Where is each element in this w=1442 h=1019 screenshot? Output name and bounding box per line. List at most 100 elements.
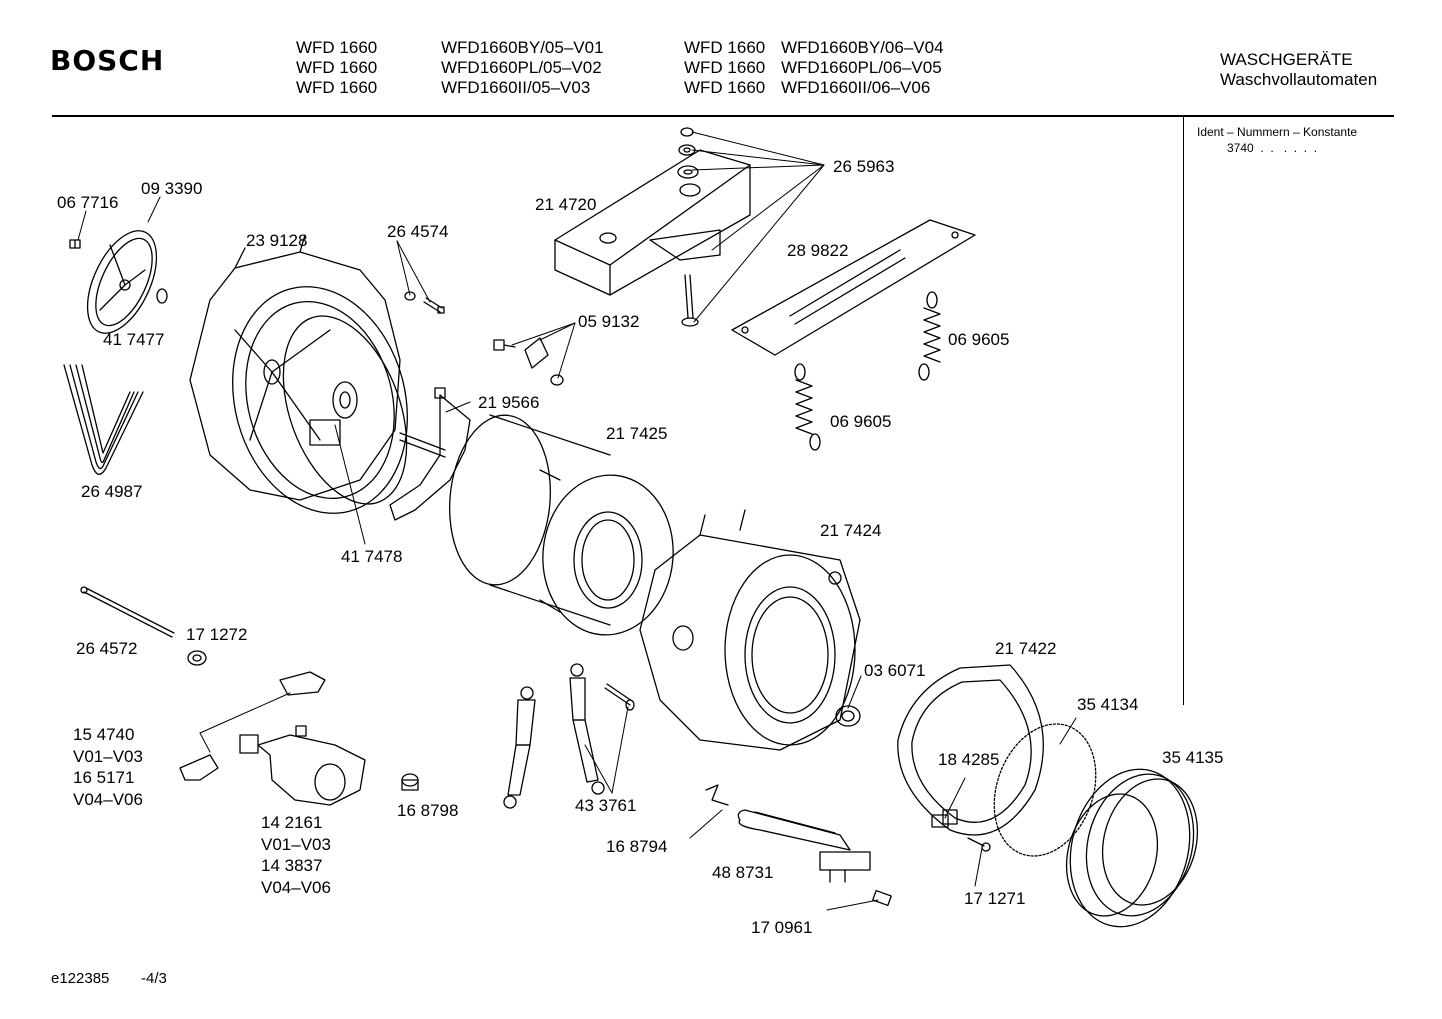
part-label: 06 7716 [57, 193, 119, 212]
variant-code: WFD1660PL/05–V02 [441, 58, 602, 77]
part-label: V04–V06 [73, 790, 143, 809]
sidebar-divider [1183, 117, 1184, 705]
model-row: WFD 1660 [296, 58, 377, 78]
part-label: 06 9605 [830, 412, 892, 431]
clip-154740 [279, 671, 326, 696]
ident-title: Ident – Nummern – Konstante [1197, 125, 1358, 139]
part-label: 23 9128 [246, 231, 308, 250]
clip-165171 [179, 754, 219, 781]
crossbar-289822 [731, 219, 976, 356]
part-label: 17 0961 [751, 918, 813, 937]
model-code: WFD 1660 [684, 78, 766, 97]
part-label: V04–V06 [261, 878, 331, 897]
spring-069605-top [918, 291, 941, 381]
pulley-093390 [86, 230, 158, 334]
page-number: -4/3 [141, 970, 167, 987]
category-title: WASCHGERÄTE [1220, 50, 1353, 69]
part-label: 21 9566 [478, 393, 540, 412]
door-gasket-354135 [1065, 768, 1199, 928]
shock-absorber-right [569, 663, 605, 795]
variant-code: WFD1660BY/06–V04 [781, 38, 944, 57]
part-label: 35 4134 [1077, 695, 1139, 714]
part-label: 48 8731 [712, 863, 774, 882]
brand-logo: BOSCH [50, 44, 165, 77]
nut-417477 [156, 288, 168, 304]
variant-list: WFD1660BY/05–V01 WFD1660PL/05–V02 WFD166… [441, 38, 604, 98]
bracket-214720 [554, 149, 751, 296]
part-label: 18 4285 [938, 750, 1000, 769]
model-row: WFD 1660 [296, 78, 377, 98]
part-label: 05 9132 [578, 312, 640, 331]
bolt-264574 [404, 291, 445, 314]
drum-217425 [448, 414, 674, 636]
part-label: 26 5963 [833, 157, 895, 176]
header-divider [52, 115, 1394, 117]
front-tub-217424 [639, 509, 861, 751]
ring-036071 [835, 705, 861, 727]
shock-absorber-left [503, 686, 536, 809]
model-code: WFD 1660 [684, 58, 766, 77]
model-code: WFD 1660 [296, 58, 378, 77]
front-ring-217422 [897, 664, 1044, 836]
spring-069605-bottom [794, 363, 821, 451]
part-label: 06 9605 [948, 330, 1010, 349]
connector-170961 [872, 889, 892, 907]
part-label: 03 6071 [864, 661, 926, 680]
part-label: 14 2161 [261, 813, 323, 832]
part-label: 26 4574 [387, 222, 449, 241]
model-list-2: WFD 1660 WFD 1660 WFD 1660 [684, 38, 765, 98]
part-label: 41 7478 [341, 547, 403, 566]
bolts-059132 [493, 337, 564, 386]
part-label: 28 9822 [787, 241, 849, 260]
model-code: WFD 1660 [296, 38, 378, 57]
part-label: V01–V03 [73, 747, 143, 766]
part-label: 21 7425 [606, 424, 668, 443]
part-label: 41 7477 [103, 330, 165, 349]
variant-code: WFD1660II/05–V03 [441, 78, 591, 97]
heater-488731 [737, 809, 871, 883]
part-label: 21 4720 [535, 195, 597, 214]
part-label: 43 3761 [575, 796, 637, 815]
part-label: 17 1271 [964, 889, 1026, 908]
part-label: 14 3837 [261, 856, 323, 875]
category-subtitle: Waschvollautomaten [1220, 70, 1378, 89]
rear-tub-239128 [189, 234, 408, 514]
leader-lines [77, 131, 1077, 911]
part-label: 21 7422 [995, 639, 1057, 658]
nut-171272 [187, 650, 207, 666]
shaft-spider-219566 [389, 387, 471, 521]
clamp-spring-354134 [993, 723, 1097, 857]
part-label: 16 8794 [606, 837, 668, 856]
seal-ring-417478 [282, 315, 408, 505]
bushing-168798 [401, 773, 419, 791]
screw-067716 [69, 239, 81, 249]
ident-value: 3740 . . . . . . [1227, 141, 1318, 155]
clip-184285 [942, 809, 958, 825]
part-label: 21 7424 [820, 521, 882, 540]
drawing-code: e122385 [51, 970, 110, 987]
pin-433761 [604, 683, 635, 711]
part-label: 16 8798 [397, 801, 459, 820]
part-label: 16 5171 [73, 768, 135, 787]
part-label: 35 4135 [1162, 748, 1224, 767]
part-label: V01–V03 [261, 835, 331, 854]
part-label: 09 3390 [141, 179, 203, 198]
variant-code: WFD1660PL/06–V05 [781, 58, 942, 77]
model-row: WFD 1660 [296, 38, 377, 58]
variant-code: WFD1660BY/05–V01 [441, 38, 604, 57]
washers-265963 [677, 127, 699, 327]
part-label: 26 4987 [81, 482, 143, 501]
model-list: WFD 1660 WFD 1660 WFD 1660 [296, 38, 377, 98]
model-code: WFD 1660 [296, 78, 378, 97]
screw-171271 [967, 837, 991, 852]
part-label: 17 1272 [186, 625, 248, 644]
variant-code: WFD1660II/06–V06 [781, 78, 931, 97]
drive-belt-264987 [63, 364, 144, 475]
sensor-168794 [705, 784, 729, 806]
part-label: 15 4740 [73, 725, 135, 744]
drain-pump-142161 [239, 725, 366, 806]
part-label: 26 4572 [76, 639, 138, 658]
model-code: WFD 1660 [684, 38, 766, 57]
variant-list-2: WFD1660BY/06–V04 WFD1660PL/06–V05 WFD166… [781, 38, 944, 98]
